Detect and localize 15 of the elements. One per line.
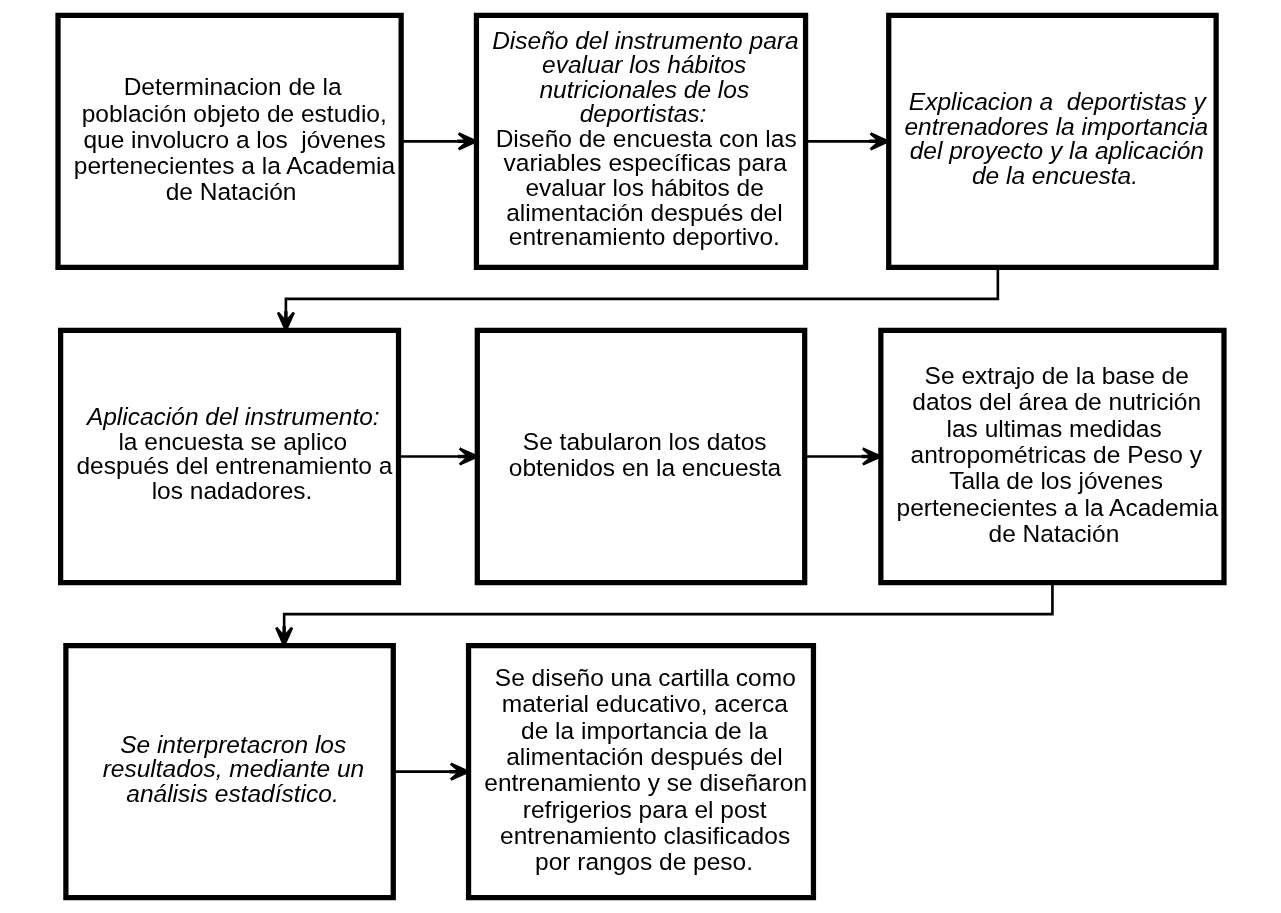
node-box: Explicacion a deportistas y entrenadores la importancia del proyecto y la aplicación de la encuesta. [885,12,1219,271]
arrow [398,447,478,466]
arrow [401,132,477,151]
arrow [392,762,470,781]
node-box: Determinacion de la población objeto de estudio, que involucro a los jóvenes pertenecientes a la Academia de Natación [54,12,404,271]
arrow [276,267,999,332]
arrow [804,447,882,466]
node-box: Se diseño una cartilla como material educativo, acerca de la importancia de la alimentación después del entrenamiento y se diseñaron refrigerios para el post entrenamiento clasificados por rangos de peso. [465,642,816,901]
node-box: Se tabularon los datos obtenidos en la encuesta [474,327,807,586]
arrow [274,582,1054,647]
arrow [805,132,889,151]
node-box: Se extrajo de la base de datos del área de nutrición las ultimas medidas antropométricas de Peso y Talla de los jóvenes pertenecientes a la Academia de Natación [877,327,1227,586]
node-box: Se interpretacron los resultados, mediante un análisis estadístico. [62,642,396,901]
node-box: Diseño del instrumento para evaluar los hábitos nutricionales de los deportistas: Diseño de encuesta con las variables específicas para evaluar los hábitos de alimentación después del entrenamiento deportivo. [473,12,808,271]
node-box: Aplicación del instrumento: la encuesta se aplico después del entrenamiento a los nadadores. [57,327,401,586]
